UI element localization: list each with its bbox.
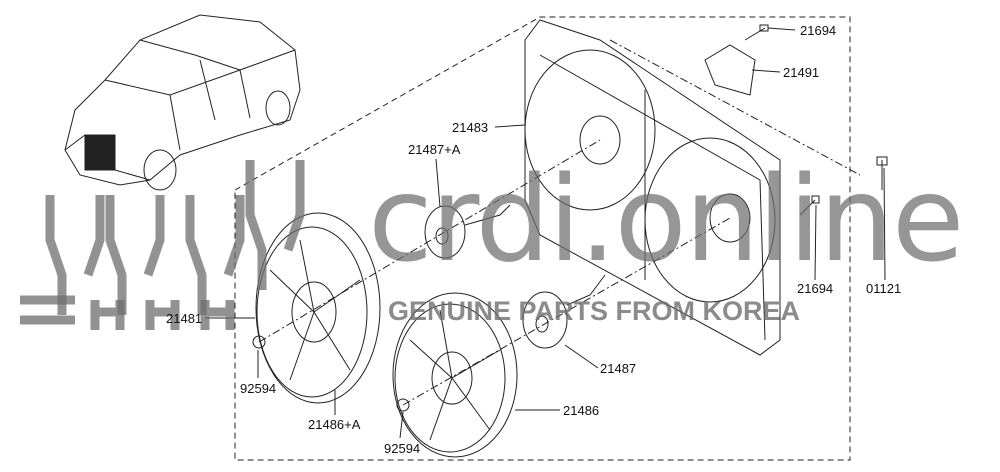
part-label-21694-top[interactable]: 21694 <box>800 23 837 38</box>
bolt-right <box>799 195 820 216</box>
motor-part <box>522 274 606 349</box>
assembly-boundary <box>234 16 851 461</box>
part-label-21486[interactable]: 21486 <box>563 403 600 418</box>
part-label-92594-bottom[interactable]: 92594 <box>384 441 421 456</box>
watermark-tagline: GENUINE PARTS FROM KOREA <box>388 296 801 326</box>
watermark-logo <box>20 160 305 330</box>
part-label-21483[interactable]: 21483 <box>452 120 489 135</box>
watermark-brand: crdi.online <box>368 150 964 288</box>
part-label-21481[interactable]: 21481 <box>166 311 203 326</box>
fan-shroud <box>524 19 781 356</box>
bolt-top <box>744 24 769 41</box>
resistor-part <box>704 44 756 96</box>
fan-part <box>392 292 518 458</box>
bolt-right-far <box>876 156 888 190</box>
part-label-01121[interactable]: 01121 <box>866 281 902 296</box>
motor-a-part <box>424 204 511 259</box>
part-label-21694-right[interactable]: 21694 <box>797 281 834 296</box>
part-label-21491[interactable]: 21491 <box>783 65 820 80</box>
fan-a-part <box>255 212 381 404</box>
part-label-21487a[interactable]: 21487+A <box>408 142 461 157</box>
nut-left <box>252 335 266 349</box>
vehicle-illustration <box>64 14 301 191</box>
part-label-21487[interactable]: 21487 <box>600 361 637 376</box>
part-label-21486a[interactable]: 21486+A <box>308 417 361 432</box>
nut-bottom <box>396 398 410 412</box>
part-label-92594-left[interactable]: 92594 <box>240 381 277 396</box>
